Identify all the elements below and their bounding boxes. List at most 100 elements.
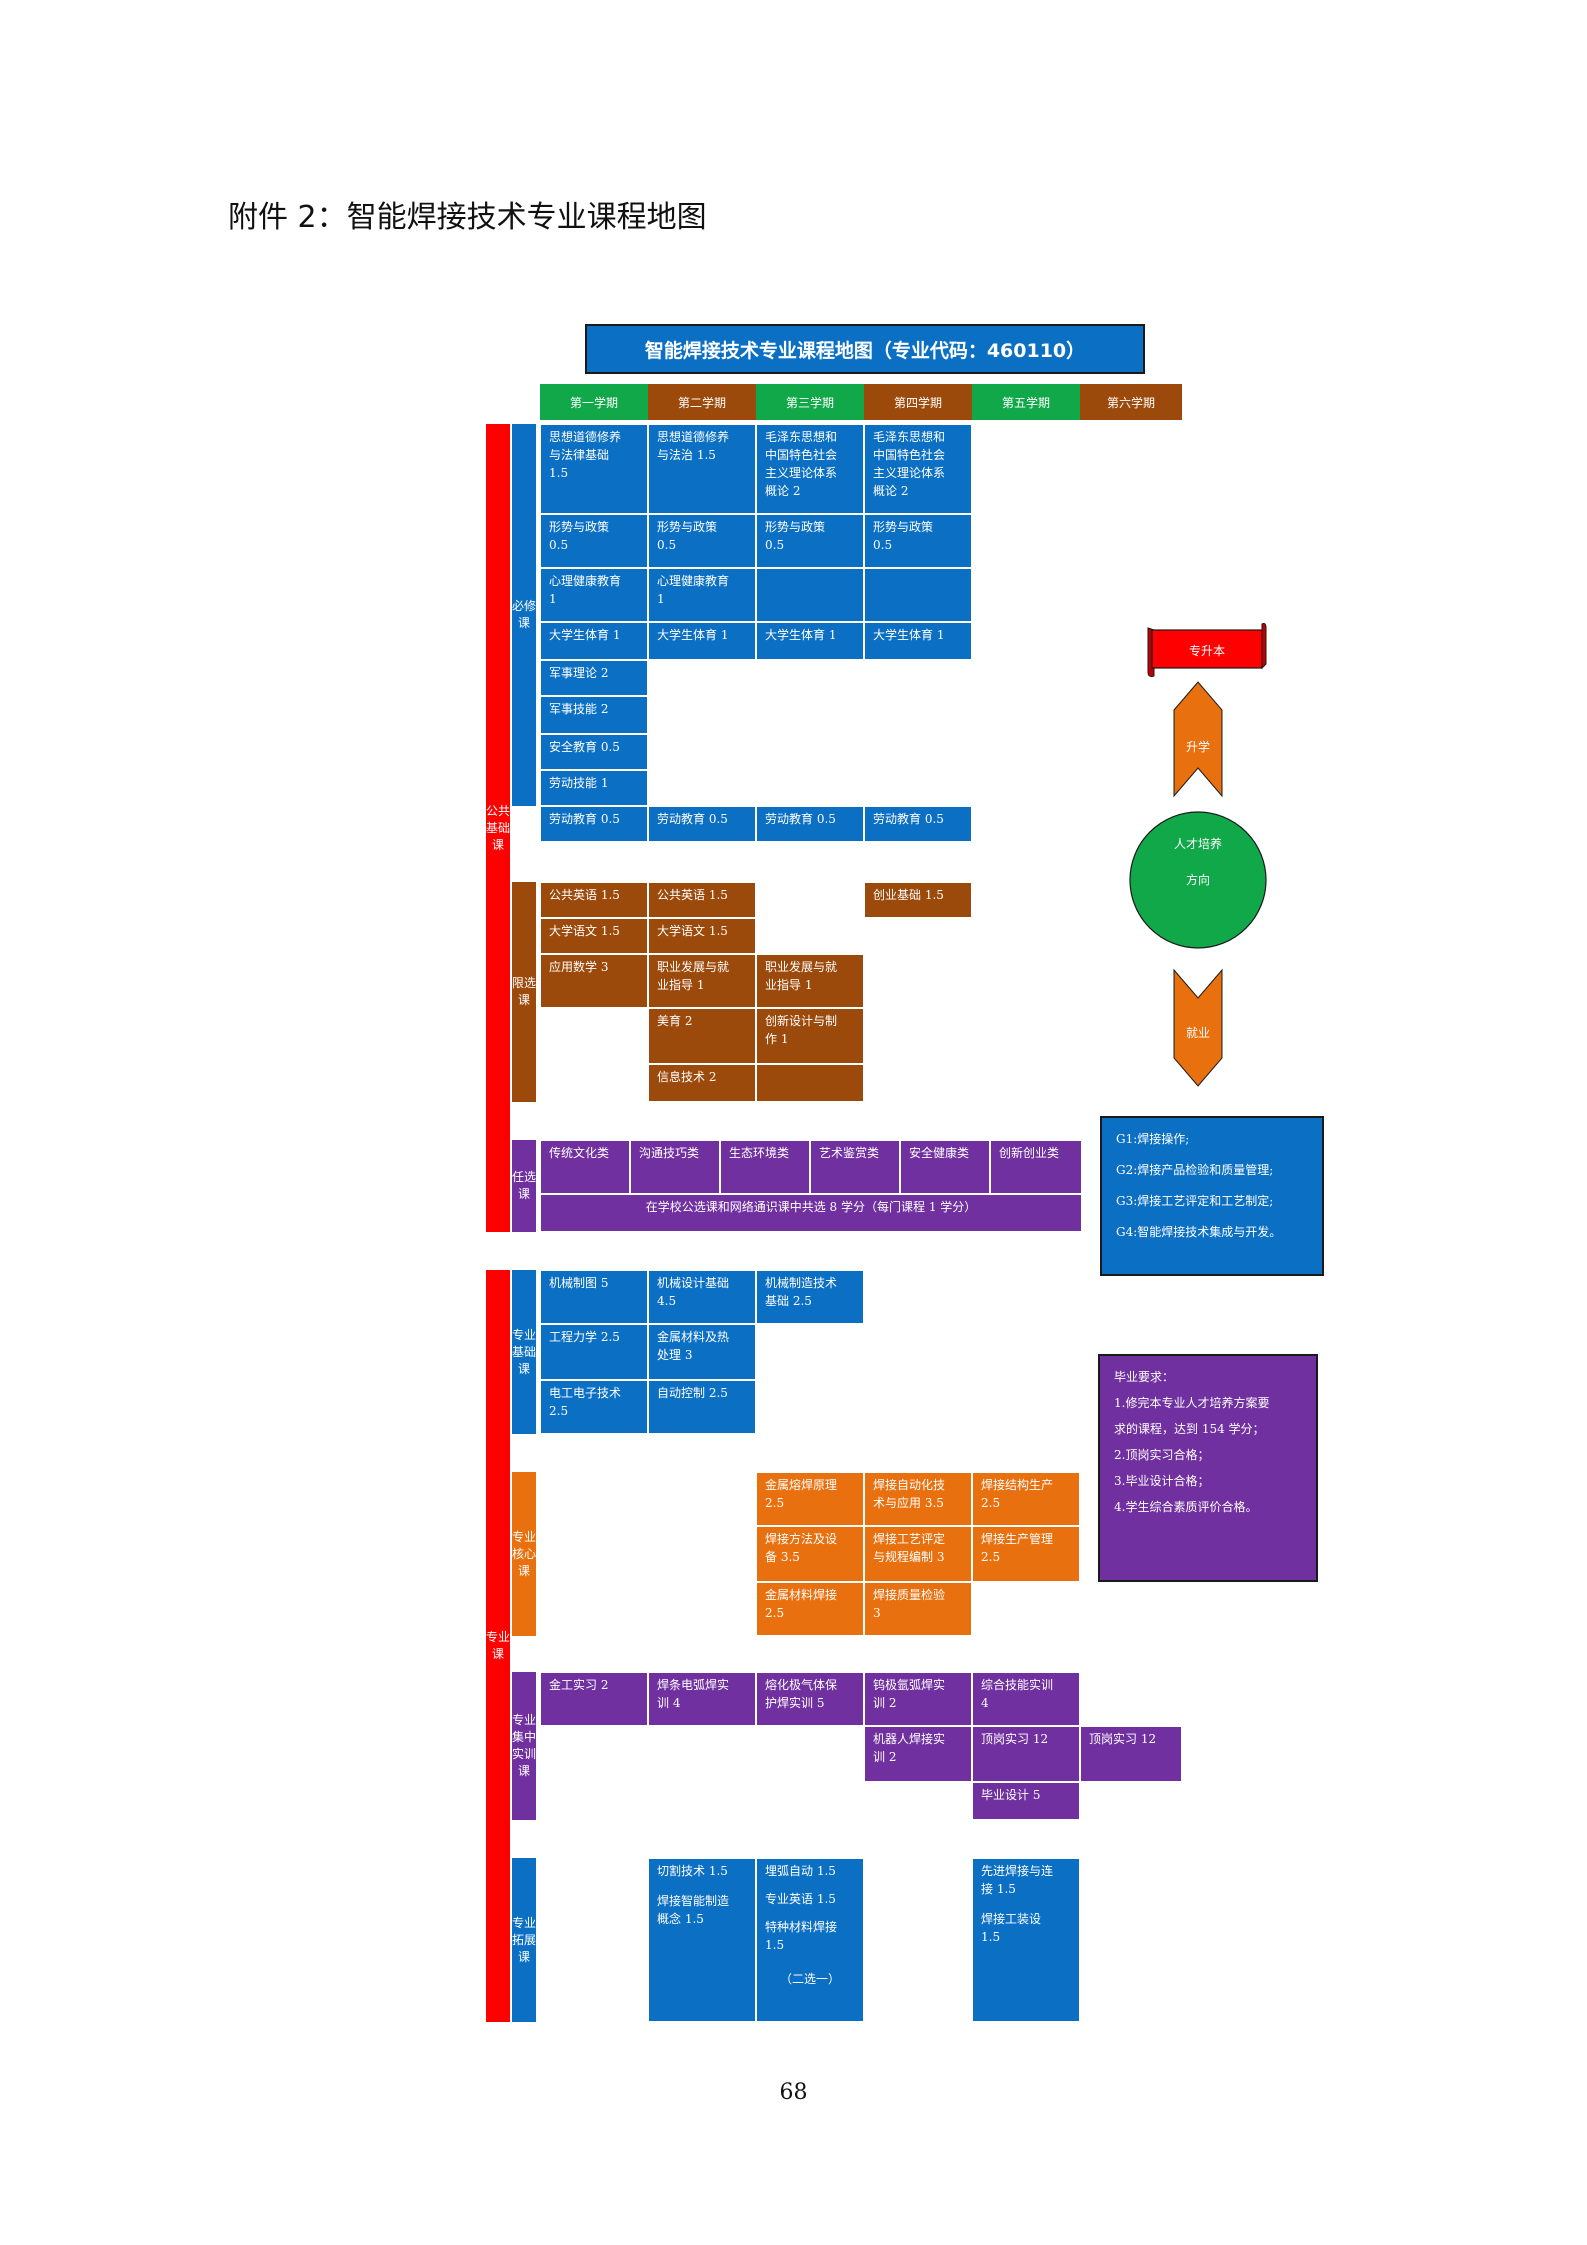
course-labor-skill: 劳动技能 1 [540, 770, 648, 806]
talent-circle: 人才培养 方向 [1129, 811, 1267, 949]
semester-4: 第四学期 [864, 384, 972, 420]
talent-label-1: 人才培养 [1174, 836, 1222, 851]
goals-box: G1:焊接操作; G2:焊接产品检验和质量管理; G3:焊接工艺评定和工艺制定;… [1100, 1116, 1324, 1276]
course-innovation: 创新设计与制 作 1 [756, 1008, 864, 1064]
course-comprehensive: 综合技能实训 4 [972, 1672, 1080, 1726]
semester-3: 第三学期 [756, 384, 864, 420]
course-ext-3: 埋弧自动 1.5 专业英语 1.5 特种材料焊接 1.5 （二选一） [756, 1858, 864, 2022]
elective-art: 艺术鉴赏类 [810, 1140, 900, 1194]
study-label: 升学 [1186, 739, 1210, 754]
bar-professional: 专业课 [486, 1270, 510, 2022]
course-military-theory: 军事理论 2 [540, 660, 648, 696]
course-mig: 熔化极气体保 护焊实训 5 [756, 1672, 864, 1726]
course-career-2: 职业发展与就 业指导 1 [648, 954, 756, 1008]
page-number: 68 [779, 2080, 808, 2105]
course-politics-1: 思想道德修养 与法律基础 1.5 [540, 424, 648, 514]
course-design: 机械设计基础 4.5 [648, 1270, 756, 1324]
semester-2: 第二学期 [648, 384, 756, 420]
course-english-2: 公共英语 1.5 [648, 882, 756, 918]
elective-ecology: 生态环境类 [720, 1140, 810, 1194]
course-it: 信息技术 2 [648, 1064, 756, 1102]
course-policy-3: 形势与政策 0.5 [756, 514, 864, 568]
course-mental-1: 心理健康教育 1 [540, 568, 648, 622]
course-production: 焊接生产管理 2.5 [972, 1526, 1080, 1582]
bar-prof-practice: 专业集中实训课 [512, 1672, 536, 1820]
employ-arrow: 就业 [1173, 968, 1223, 1087]
course-metalwork: 金工实习 2 [540, 1672, 648, 1726]
course-military-skill: 军事技能 2 [540, 696, 648, 734]
course-pe-2: 大学生体育 1 [648, 622, 756, 660]
course-pe-4: 大学生体育 1 [864, 622, 972, 660]
course-mental-2: 心理健康教育 1 [648, 568, 756, 622]
course-mechanics: 工程力学 2.5 [540, 1324, 648, 1380]
course-arc: 焊条电弧焊实 训 4 [648, 1672, 756, 1726]
course-mao-3: 毛泽东思想和 中国特色社会 主义理论体系 概论 2 [756, 424, 864, 514]
course-policy-1: 形势与政策 0.5 [540, 514, 648, 568]
course-empty-restricted [756, 1064, 864, 1102]
course-safety: 安全教育 0.5 [540, 734, 648, 770]
course-aesthetic: 美育 2 [648, 1008, 756, 1064]
bar-elective: 任选课 [512, 1140, 536, 1232]
study-arrow: 升学 [1173, 681, 1223, 798]
course-materials: 金属材料及热 处理 3 [648, 1324, 756, 1380]
semester-6: 第六学期 [1080, 384, 1182, 420]
course-process: 焊接工艺评定 与规程编制 3 [864, 1526, 972, 1582]
course-pe-3: 大学生体育 1 [756, 622, 864, 660]
course-math: 应用数学 3 [540, 954, 648, 1008]
course-melting: 金属熔焊原理 2.5 [756, 1472, 864, 1526]
course-labor-3: 劳动教育 0.5 [756, 806, 864, 842]
semester-1: 第一学期 [540, 384, 648, 420]
course-labor-1: 劳动教育 0.5 [540, 806, 648, 842]
course-structure: 焊接结构生产 2.5 [972, 1472, 1080, 1526]
course-pe-1: 大学生体育 1 [540, 622, 648, 660]
course-labor-4: 劳动教育 0.5 [864, 806, 972, 842]
course-tig: 钨极氩弧焊实 训 2 [864, 1672, 972, 1726]
elective-communication: 沟通技巧类 [630, 1140, 720, 1194]
elective-innovation: 创新创业类 [990, 1140, 1082, 1194]
course-startup: 创业基础 1.5 [864, 882, 972, 918]
course-control: 自动控制 2.5 [648, 1380, 756, 1434]
course-internship-5: 顶岗实习 12 [972, 1726, 1080, 1782]
course-manufacturing: 机械制造技术 基础 2.5 [756, 1270, 864, 1324]
course-robot: 机器人焊接实 训 2 [864, 1726, 972, 1782]
course-empty-3 [756, 568, 864, 622]
course-chinese-2: 大学语文 1.5 [648, 918, 756, 954]
course-mao-4: 毛泽东思想和 中国特色社会 主义理论体系 概论 2 [864, 424, 972, 514]
course-ext-2: 切割技术 1.5 焊接智能制造 概念 1.5 [648, 1858, 756, 2022]
document-heading: 附件 2：智能焊接技术专业课程地图 [228, 200, 707, 235]
map-title: 智能焊接技术专业课程地图（专业代码：460110） [585, 324, 1145, 374]
employ-label: 就业 [1186, 1026, 1210, 1040]
elective-note: 在学校公选课和网络通识课中共选 8 学分（每门课程 1 学分） [540, 1194, 1082, 1232]
course-policy-4: 形势与政策 0.5 [864, 514, 972, 568]
bar-prof-basic: 专业基础课 [512, 1270, 536, 1434]
course-english-1: 公共英语 1.5 [540, 882, 648, 918]
course-career-3: 职业发展与就 业指导 1 [756, 954, 864, 1008]
bar-prof-core: 专业核心课 [512, 1472, 536, 1636]
course-automation: 焊接自动化技 术与应用 3.5 [864, 1472, 972, 1526]
bar-required: 必修课 [512, 424, 536, 806]
course-politics-2: 思想道德修养 与法治 1.5 [648, 424, 756, 514]
course-empty-4 [864, 568, 972, 622]
elective-health: 安全健康类 [900, 1140, 990, 1194]
course-ext-5: 先进焊接与连 接 1.5 焊接工装设 1.5 [972, 1858, 1080, 2022]
course-labor-2: 劳动教育 0.5 [648, 806, 756, 842]
upgrade-label: 专升本 [1189, 643, 1225, 658]
course-internship-6: 顶岗实习 12 [1080, 1726, 1182, 1782]
semester-5: 第五学期 [972, 384, 1080, 420]
course-drawing: 机械制图 5 [540, 1270, 648, 1324]
course-quality: 焊接质量检验 3 [864, 1582, 972, 1636]
course-graduation: 毕业设计 5 [972, 1782, 1080, 1820]
course-policy-2: 形势与政策 0.5 [648, 514, 756, 568]
upgrade-scroll: 专升本 [1147, 623, 1267, 677]
bar-public-basic: 公共基础课 [486, 424, 510, 1232]
requirements-box: 毕业要求： 1.修完本专业人才培养方案要 求的课程，达到 154 学分； 2.顶… [1098, 1354, 1318, 1582]
talent-label-2: 方向 [1186, 872, 1210, 887]
course-methods: 焊接方法及设 备 3.5 [756, 1526, 864, 1582]
elective-culture: 传统文化类 [540, 1140, 630, 1194]
course-weldability: 金属材料焊接 2.5 [756, 1582, 864, 1636]
course-chinese-1: 大学语文 1.5 [540, 918, 648, 954]
flow-diagram: 专升本 升学 人才培养 方向 就业 [1129, 623, 1267, 1087]
course-electronics: 电工电子技术 2.5 [540, 1380, 648, 1434]
bar-prof-extension: 专业拓展课 [512, 1858, 536, 2022]
bar-restricted: 限选课 [512, 882, 536, 1102]
